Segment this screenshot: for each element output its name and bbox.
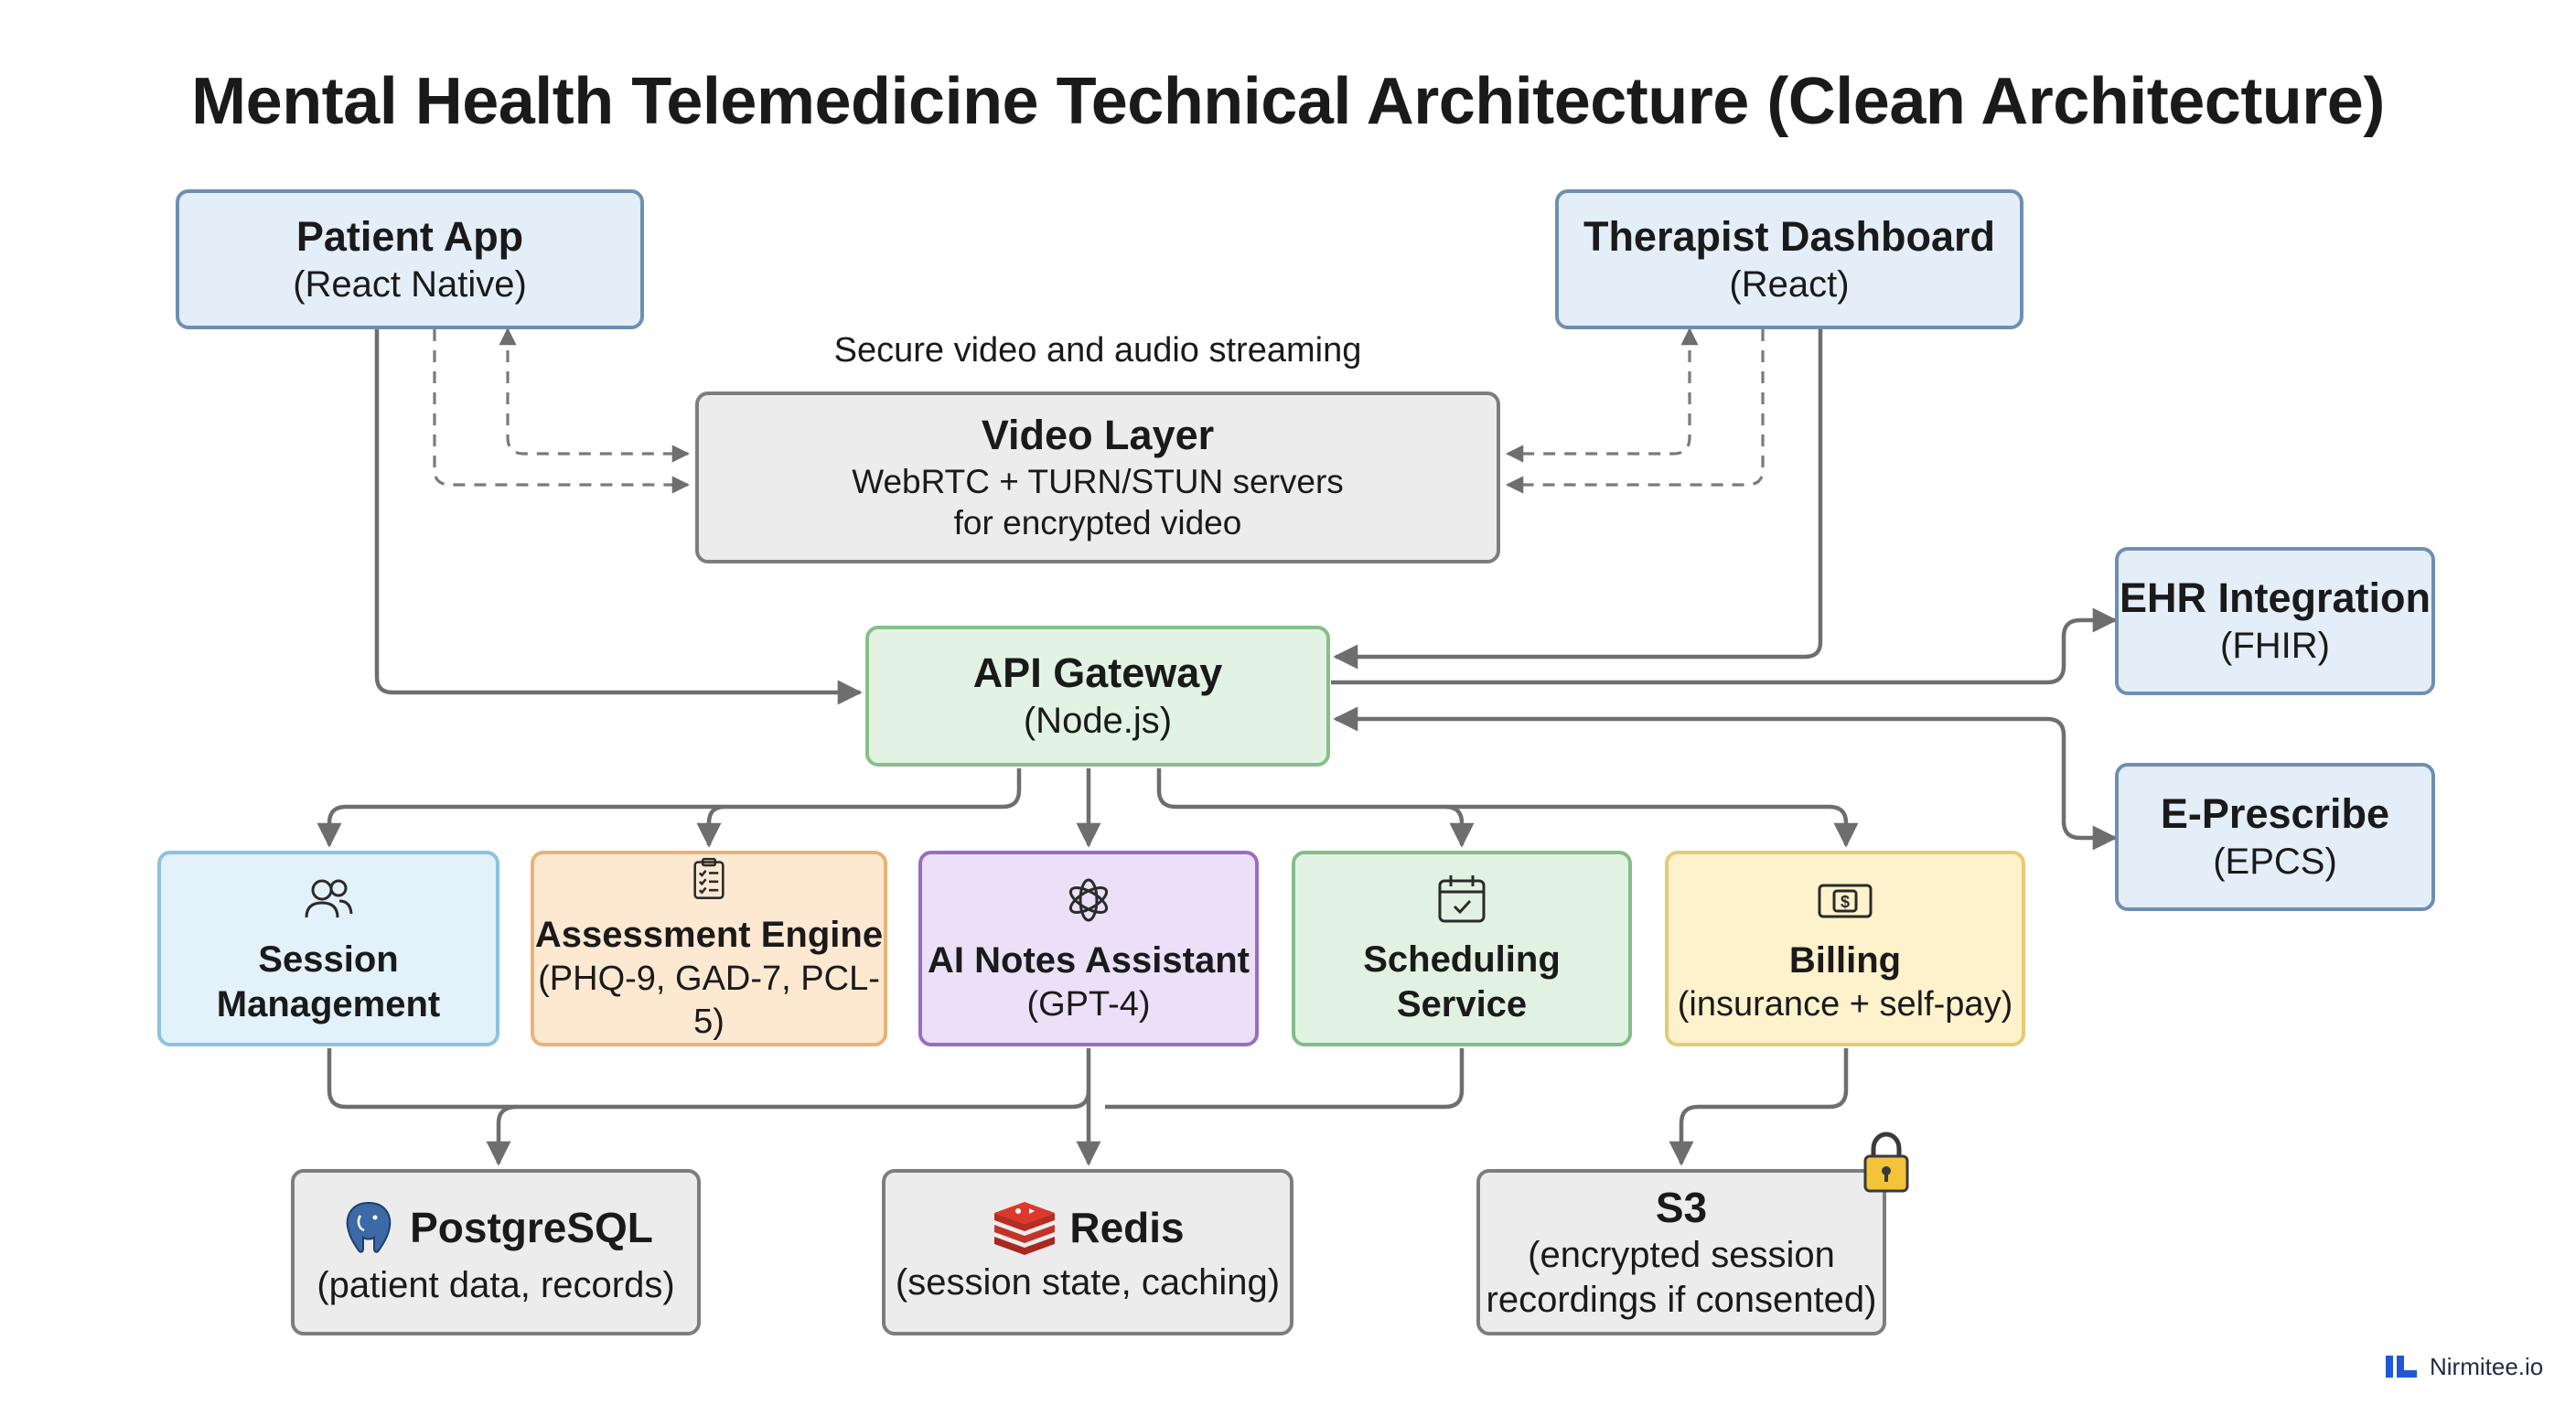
page-title: Mental Health Telemedicine Technical Arc… xyxy=(191,65,2385,138)
postgresql-node[interactable]: PostgreSQL (patient data, records) xyxy=(291,1169,701,1335)
video-layer-title: Video Layer xyxy=(981,412,1215,459)
dashed-patient-to-video xyxy=(433,329,690,494)
dashed-therapist-to-video xyxy=(1506,329,1765,494)
ai-notes-sub: (GPT-4) xyxy=(1026,985,1151,1024)
scheduling-service-node[interactable]: Scheduling Service xyxy=(1292,851,1632,1046)
arrow-to-postgres xyxy=(486,1104,518,1166)
video-caption: Secure video and audio streaming xyxy=(833,331,1362,370)
nirmitee-logo-icon xyxy=(2386,1356,2417,1378)
therapist-dashboard-node[interactable]: Therapist Dashboard (React) xyxy=(1555,189,2023,329)
arrow-gateway-to-ehr xyxy=(1331,607,2118,685)
arrow-gateway-to-scheduling xyxy=(1156,768,1859,848)
users-icon xyxy=(305,879,353,918)
billing-sub: (insurance + self-pay) xyxy=(1677,985,2013,1024)
openai-knot-icon xyxy=(1068,878,1109,922)
svg-text:$: $ xyxy=(1841,893,1850,911)
clipboard-checklist-icon xyxy=(693,857,724,899)
line-scheduling-to-redis xyxy=(1105,1048,1465,1110)
video-layer-node[interactable]: Video Layer WebRTC + TURN/STUN servers f… xyxy=(695,391,1500,563)
video-layer-line1: WebRTC + TURN/STUN servers xyxy=(852,463,1344,501)
arrow-patient-to-gateway xyxy=(374,329,863,705)
dashed-therapist-from-video xyxy=(1506,327,1699,463)
redis-node[interactable]: Redis (session state, caching) xyxy=(882,1169,1293,1335)
session-line2: Management xyxy=(216,984,441,1024)
e-prescribe-node[interactable]: E-Prescribe (EPCS) xyxy=(2115,763,2435,911)
ehr-title: EHR Integration xyxy=(2119,574,2431,622)
dashed-patient-from-video xyxy=(499,327,690,463)
redis-stack-icon xyxy=(994,1201,1056,1255)
arrow-eprescribe-gateway xyxy=(1333,706,2118,851)
api-gateway-node[interactable]: API Gateway (Node.js) xyxy=(865,626,1330,767)
api-gateway-title: API Gateway xyxy=(972,649,1223,697)
brand-logo: Nirmitee.io xyxy=(2384,1352,2543,1381)
redis-title: Redis xyxy=(1069,1203,1185,1251)
session-management-node[interactable]: Session Management xyxy=(157,851,499,1046)
eprescribe-sub: (EPCS) xyxy=(2213,842,2337,883)
ai-notes-title: AI Notes Assistant xyxy=(928,940,1250,981)
video-layer-line2: for encrypted video xyxy=(953,504,1242,542)
scheduling-line2: Service xyxy=(1396,984,1528,1024)
s3-node[interactable]: S3 (encrypted session recordings if cons… xyxy=(1476,1169,1886,1335)
patient-app-node[interactable]: Patient App (React Native) xyxy=(176,189,644,329)
scheduling-line1: Scheduling xyxy=(1363,939,1561,981)
redis-sub: (session state, caching) xyxy=(895,1261,1281,1303)
assessment-title: Assessment Engine xyxy=(534,915,884,956)
arrow-gateway-to-session xyxy=(317,768,1022,848)
s3-line1: (encrypted session xyxy=(1528,1235,1835,1276)
ehr-integration-node[interactable]: EHR Integration (FHIR) xyxy=(2115,547,2435,695)
session-line1: Session xyxy=(258,939,399,981)
s3-line2: recordings if consented) xyxy=(1486,1280,1877,1321)
therapist-dashboard-sub: (React) xyxy=(1729,263,1850,305)
calendar-check-icon xyxy=(1438,875,1486,923)
elephant-icon xyxy=(346,1201,392,1253)
dollar-bill-icon: $ xyxy=(1818,884,1873,918)
eprescribe-title: E-Prescribe xyxy=(2160,790,2390,838)
ai-notes-assistant-node[interactable]: AI Notes Assistant (GPT-4) xyxy=(918,851,1259,1046)
api-gateway-sub: (Node.js) xyxy=(1023,701,1173,742)
billing-node[interactable]: $ Billing (insurance + self-pay) xyxy=(1665,851,2025,1046)
s3-title: S3 xyxy=(1655,1184,1708,1232)
arrow-billing-to-s3 xyxy=(1669,1048,1849,1166)
padlock-icon xyxy=(1863,1132,1909,1193)
patient-app-sub: (React Native) xyxy=(293,263,527,305)
billing-title: Billing xyxy=(1788,940,1902,981)
postgres-sub: (patient data, records) xyxy=(317,1264,675,1305)
postgres-title: PostgreSQL xyxy=(410,1203,653,1251)
line-session-to-postgres xyxy=(327,1048,1091,1110)
brand-name: Nirmitee.io xyxy=(2430,1352,2544,1380)
therapist-dashboard-title: Therapist Dashboard xyxy=(1583,212,1996,260)
assessment-engine-node[interactable]: Assessment Engine (PHQ-9, GAD-7, PCL-5) xyxy=(531,851,887,1046)
arrow-gateway-to-assessment xyxy=(696,804,725,848)
arrow-therapist-to-gateway xyxy=(1333,329,1823,670)
ehr-sub: (FHIR) xyxy=(2220,626,2330,667)
arrow-gateway-to-billing xyxy=(1444,804,1475,848)
assessment-sub: (PHQ-9, GAD-7, PCL-5) xyxy=(538,960,880,1041)
patient-app-title: Patient App xyxy=(295,212,524,260)
